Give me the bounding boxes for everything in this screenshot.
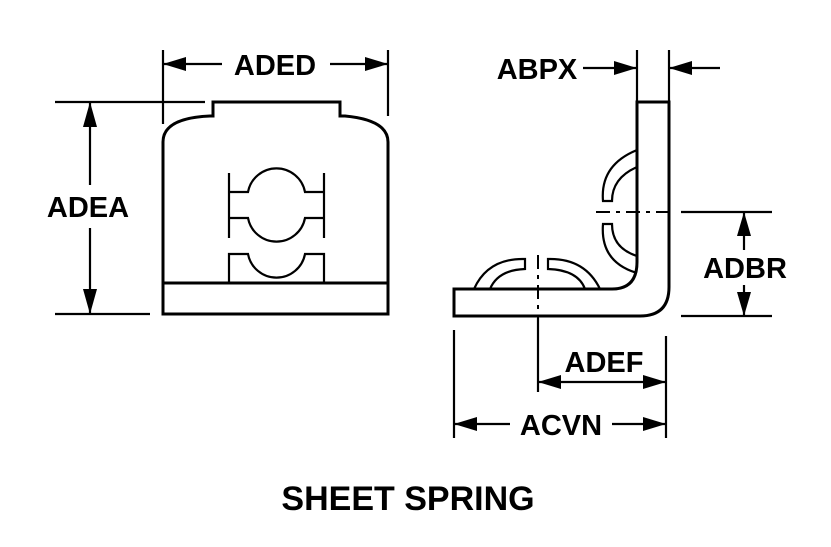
dim-abpx — [583, 50, 720, 102]
lower-clip — [227, 252, 326, 283]
upper-clip — [227, 167, 326, 243]
label-adef: ADEF — [565, 347, 644, 379]
dim-adef — [536, 318, 668, 438]
label-aded: ADED — [234, 50, 316, 82]
dim-adbr — [681, 210, 772, 318]
horizontal-clip — [472, 257, 602, 291]
side-view-outline — [452, 100, 671, 318]
label-adea: ADEA — [47, 192, 129, 224]
dim-aded — [161, 50, 390, 124]
front-view-outline — [161, 100, 390, 316]
vertical-clip — [601, 148, 638, 275]
dim-adea — [55, 100, 205, 316]
front-view — [161, 100, 390, 316]
side-view — [452, 100, 672, 318]
label-adbr: ADBR — [703, 253, 787, 285]
diagram-title: SHEET SPRING — [281, 480, 534, 518]
dim-acvn — [452, 330, 666, 438]
label-acvn: ACVN — [520, 410, 602, 442]
label-abpx: ABPX — [497, 54, 578, 86]
